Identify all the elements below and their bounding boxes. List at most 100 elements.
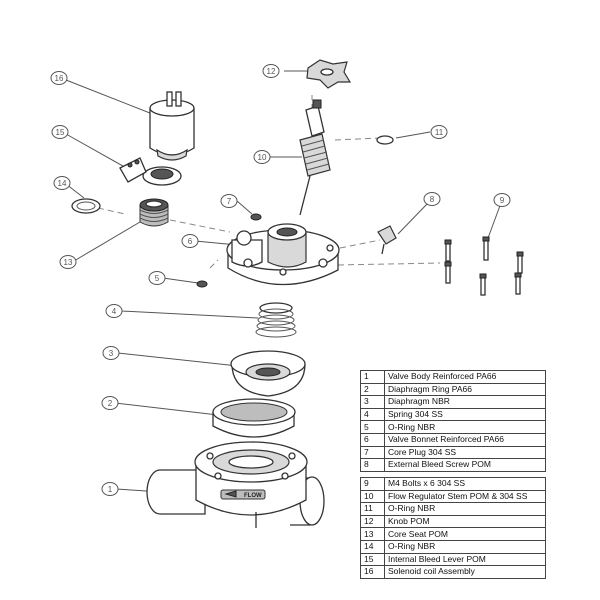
part-description: O-Ring NBR <box>384 502 546 516</box>
part-description: M4 Bolts x 6 304 SS <box>384 477 546 491</box>
callout-11: 11 <box>430 125 448 139</box>
callout-circle <box>423 192 441 206</box>
callout-circle <box>53 176 71 190</box>
callout-circle <box>50 71 68 85</box>
callout-3: 3 <box>102 346 120 360</box>
part-number: 11 <box>360 502 385 516</box>
valve-bonnet-part <box>226 223 340 286</box>
bleed-lever-part <box>119 157 182 186</box>
callout-label: 9 <box>500 196 505 205</box>
diaphragm-ring-part <box>212 398 296 438</box>
part-number: 7 <box>360 445 385 460</box>
callout-circle <box>59 255 77 269</box>
part-description: Core Plug 304 SS <box>384 445 546 460</box>
callout-circle <box>101 396 119 410</box>
spring-part <box>255 302 297 338</box>
knob-part <box>306 59 352 89</box>
part-number: 12 <box>360 514 385 529</box>
callout-circle <box>181 234 199 248</box>
o-ring-5-part <box>196 280 208 288</box>
callout-circle <box>493 193 511 207</box>
part-description: O-Ring NBR <box>384 420 546 434</box>
flow-marking: FLOW <box>244 493 262 499</box>
part-number: 13 <box>360 527 385 541</box>
callout-5: 5 <box>148 271 166 285</box>
callout-13: 13 <box>59 255 77 269</box>
diaphragm-part <box>230 350 306 397</box>
callout-label: 7 <box>227 197 232 206</box>
callout-15: 15 <box>51 125 69 139</box>
callout-label: 2 <box>108 399 113 408</box>
core-seat-part <box>139 198 169 227</box>
callout-label: 4 <box>112 307 117 316</box>
callout-circle <box>253 150 271 164</box>
callout-circle <box>102 346 120 360</box>
callout-circle <box>220 194 238 208</box>
core-plug-part <box>250 213 262 221</box>
part-number: 3 <box>360 395 385 409</box>
callout-16: 16 <box>50 71 68 85</box>
part-description: Diaphragm NBR <box>384 395 546 409</box>
part-number: 5 <box>360 420 385 434</box>
part-number: 15 <box>360 552 385 567</box>
callout-circle <box>262 64 280 78</box>
o-ring-11-part <box>376 135 394 145</box>
callout-label: 1 <box>108 485 113 494</box>
callout-12: 12 <box>262 64 280 78</box>
part-number: 9 <box>360 477 385 491</box>
assembly-axes <box>97 95 441 269</box>
part-description: O-Ring NBR <box>384 539 546 554</box>
valve-body-part: FLOW <box>146 441 325 528</box>
callout-10: 10 <box>253 150 271 164</box>
callout-14: 14 <box>53 176 71 190</box>
part-number: 14 <box>360 539 385 554</box>
callout-circle <box>105 304 123 318</box>
bolts-part <box>444 236 524 296</box>
part-description: Knob POM <box>384 514 546 529</box>
callout-label: 10 <box>258 153 267 162</box>
callout-circle <box>51 125 69 139</box>
callout-9: 9 <box>493 193 511 207</box>
callout-4: 4 <box>105 304 123 318</box>
callout-circle <box>148 271 166 285</box>
callout-label: 13 <box>64 258 73 267</box>
part-number: 10 <box>360 489 385 504</box>
part-description: Valve Body Reinforced PA66 <box>384 370 546 384</box>
part-number: 8 <box>360 458 385 472</box>
callout-circle <box>101 482 119 496</box>
part-description: External Bleed Screw POM <box>384 458 546 472</box>
part-description: Diaphragm Ring PA66 <box>384 382 546 397</box>
callout-label: 11 <box>435 128 444 137</box>
callout-2: 2 <box>101 396 119 410</box>
callout-label: 15 <box>56 128 65 137</box>
part-description: Core Seat POM <box>384 527 546 541</box>
part-description: Spring 304 SS <box>384 407 546 422</box>
part-number: 6 <box>360 432 385 447</box>
callout-label: 5 <box>155 274 160 283</box>
leader-lines <box>65 70 502 494</box>
part-number: 16 <box>360 565 385 579</box>
solenoid-coil-part <box>149 91 195 161</box>
part-description: Flow Regulator Stem POM & 304 SS <box>384 489 546 504</box>
callout-6: 6 <box>181 234 199 248</box>
callout-label: 6 <box>188 237 193 246</box>
callout-label: 3 <box>109 349 114 358</box>
callout-1: 1 <box>101 482 119 496</box>
